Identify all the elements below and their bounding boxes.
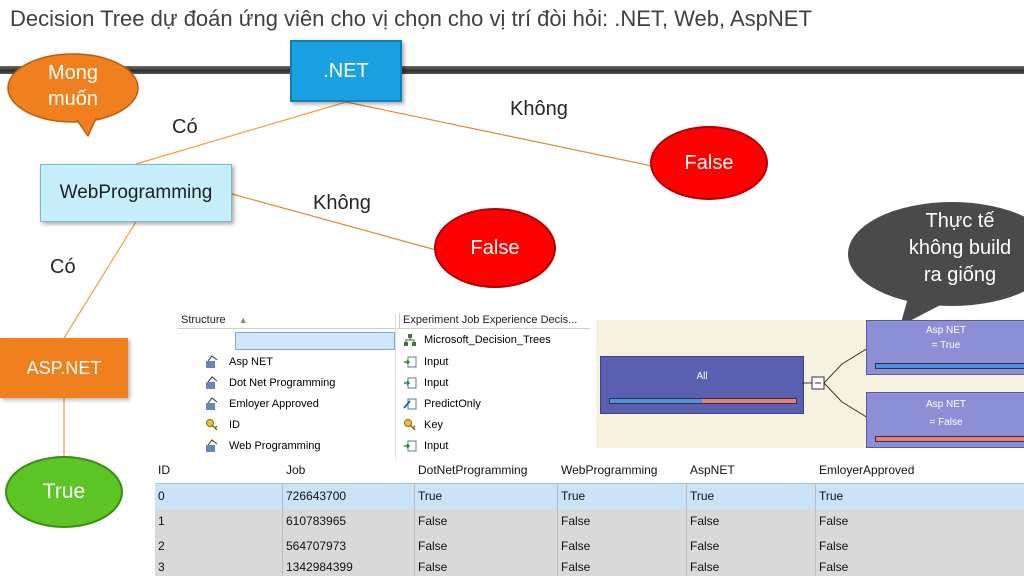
node-aspnet: ASP.NET [0, 338, 128, 398]
model-column-header[interactable]: Experiment Job Experience Decis... [399, 313, 577, 328]
node-webprogramming: WebProgramming [40, 164, 232, 222]
edge-net-web [135, 101, 347, 165]
structure-name-cell-selected[interactable] [235, 332, 395, 350]
grid-header-web[interactable]: WebProgramming [561, 463, 658, 477]
title-divider-bar [0, 66, 1024, 74]
column-name: Emloyer Approved [229, 398, 319, 410]
grid-header-employer[interactable]: EmloyerApproved [819, 463, 915, 477]
node-false-1: False [650, 126, 768, 200]
decision-tree-model-icon [404, 334, 416, 346]
edge-label-khong-2: Không [313, 192, 371, 214]
grid-header-aspnet[interactable]: AspNET [690, 463, 735, 477]
node-false-label-2: = False [929, 417, 963, 428]
column-usage: Input [424, 440, 449, 452]
key-icon [206, 419, 218, 431]
column-name: ID [229, 419, 240, 431]
slide-title: Decision Tree dự đoán ứng viên cho vị ch… [10, 6, 812, 31]
root-false-bar [702, 399, 796, 403]
column-usage: Key [424, 419, 443, 431]
structure-root-row[interactable]: Microsoft_Decision_Trees [177, 330, 590, 351]
tree-branch-lines [802, 347, 868, 419]
structure-header[interactable]: Structure [181, 314, 226, 326]
column-name: Web Programming [229, 440, 321, 452]
column-usage: Input [424, 377, 449, 389]
structure-row[interactable]: Web Programming Input [177, 436, 590, 457]
column-name: Asp NET [229, 356, 274, 368]
sort-ascending-icon: ▲ [238, 315, 248, 325]
input-icon [404, 440, 417, 452]
edge-web-false [231, 193, 437, 251]
node-false-bar [875, 436, 1024, 442]
column-usage: PredictOnly [424, 398, 481, 410]
input-icon [404, 377, 417, 389]
decision-tree-viewer: All Asp NET = True Asp NET = False [596, 320, 1024, 448]
table-row[interactable]: 0 726643700 True True True True [155, 483, 1024, 510]
callout-mong-muon-text: Mong muốn [47, 62, 99, 110]
node-true: True [5, 456, 123, 528]
column-icon [206, 355, 218, 368]
column-icon [206, 397, 218, 410]
predict-icon [403, 398, 417, 410]
table-row[interactable]: 1 610783965 False False False False [155, 509, 1024, 535]
edge-label-co-1: Có [172, 116, 198, 138]
structure-row[interactable]: Dot Net Programming Input [177, 373, 590, 394]
node-true-label-1: Asp NET [925, 325, 966, 336]
node-false-label-1: Asp NET [925, 399, 966, 410]
callout-thuc-te-shape [848, 202, 1024, 326]
data-grid: ID Job DotNetProgramming WebProgramming … [155, 459, 1024, 576]
node-net: .NET [290, 40, 402, 102]
callout-mong-muon-shape [7, 53, 139, 137]
node-false-2: False [434, 208, 556, 288]
input-icon [404, 356, 417, 368]
key-icon [404, 419, 416, 431]
node-true-label-2: = True [931, 340, 961, 351]
grid-header-row: ID Job DotNetProgramming WebProgramming … [155, 459, 1024, 482]
structure-row[interactable]: ID Key [177, 415, 590, 436]
node-true-bar [875, 363, 1024, 369]
table-row[interactable]: 2 564707973 False False False False [155, 534, 1024, 560]
table-row[interactable]: 3 1342984399 False False False False [155, 559, 1024, 576]
tree-root-label: All [696, 371, 708, 382]
edge-label-co-2: Có [50, 256, 76, 278]
structure-row[interactable]: Emloyer Approved PredictOnly [177, 394, 590, 415]
tree-node-asp-true[interactable]: Asp NET = True [866, 320, 1024, 375]
grid-header-id[interactable]: ID [158, 463, 170, 477]
tree-node-asp-false[interactable]: Asp NET = False [866, 392, 1024, 448]
edge-label-khong-1: Không [510, 98, 568, 120]
grid-header-dotnet[interactable]: DotNetProgramming [418, 463, 528, 477]
column-icon [206, 376, 218, 389]
callout-thuc-te-text: Thực tế không build ra giống [908, 210, 1012, 286]
structure-row[interactable]: Asp NET Input [177, 352, 590, 373]
column-usage: Input [424, 356, 449, 368]
mining-structure-panel: Structure ▲ Experiment Job Experience De… [177, 313, 590, 459]
tree-root-node[interactable]: All [600, 356, 804, 414]
edge-web-asp [63, 221, 137, 339]
model-name: Microsoft_Decision_Trees [424, 334, 551, 346]
root-true-bar [610, 399, 702, 403]
edge-net-false [345, 101, 653, 167]
column-name: Dot Net Programming [229, 377, 336, 389]
grid-header-job[interactable]: Job [286, 463, 306, 477]
column-icon [206, 439, 218, 452]
